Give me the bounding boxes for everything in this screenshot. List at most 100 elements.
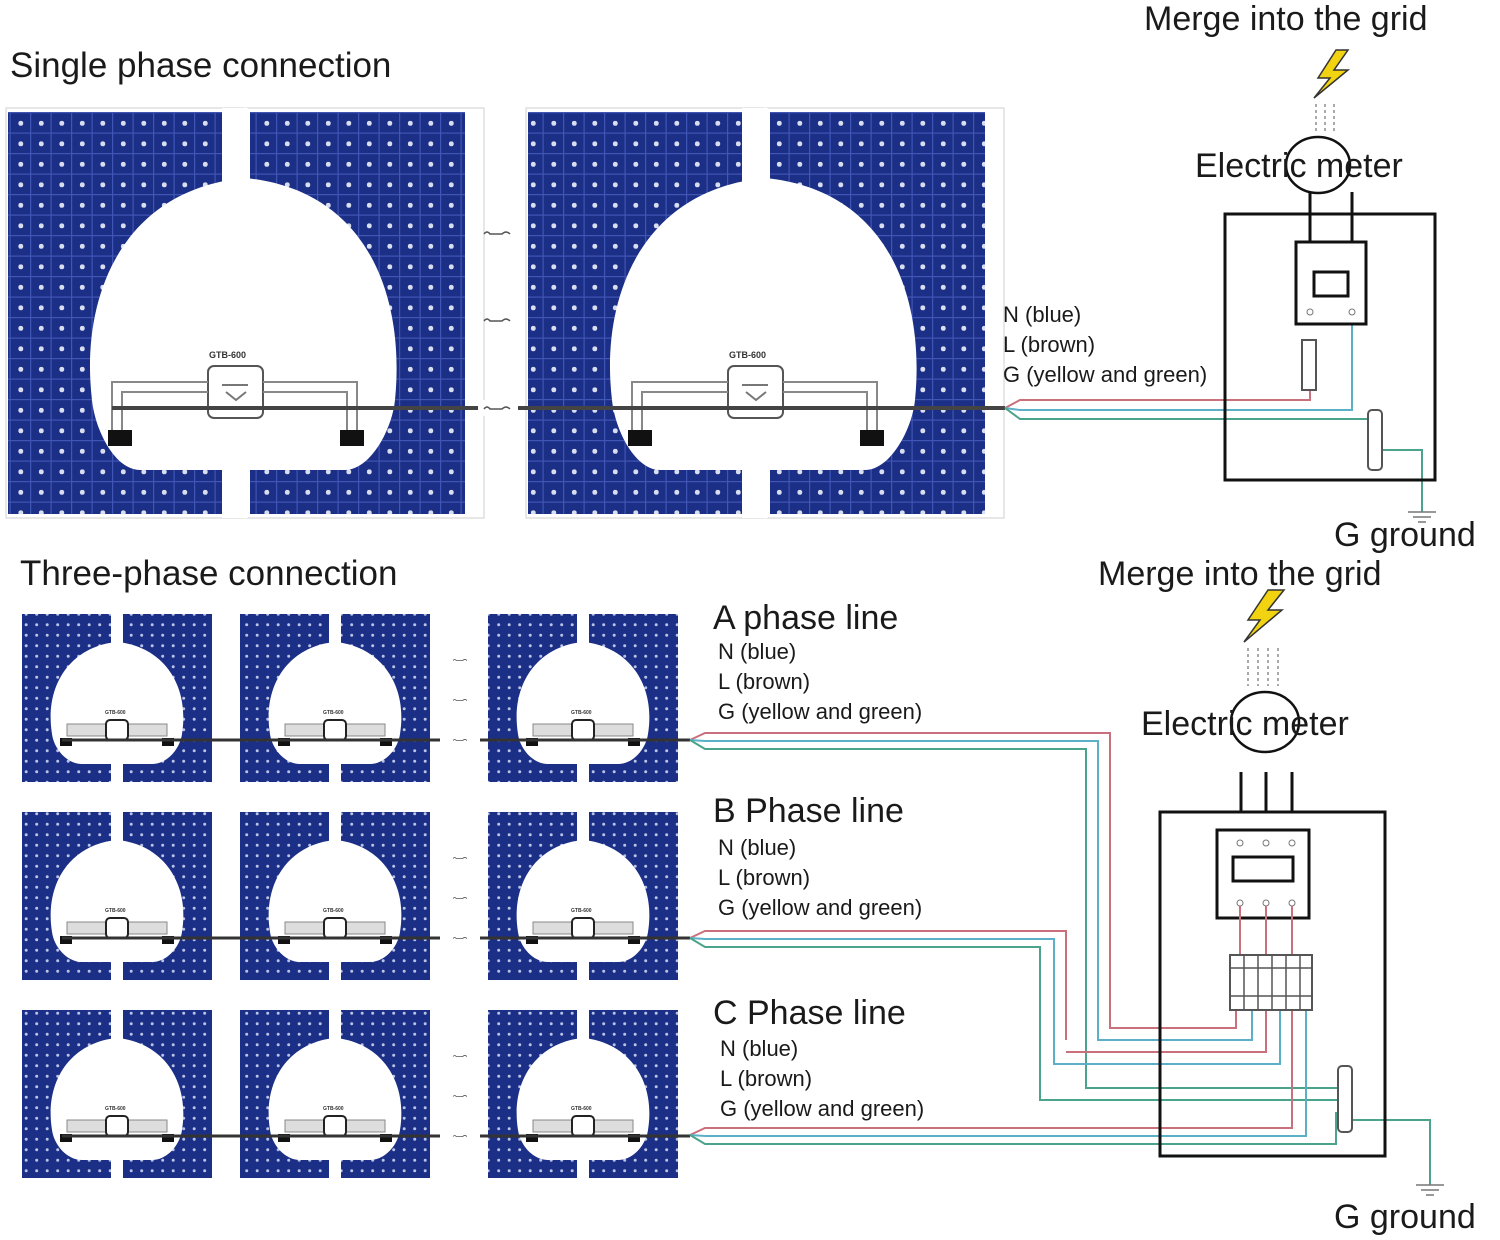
panel-gap xyxy=(222,108,248,518)
grid-feed-lines xyxy=(1247,648,1279,686)
continuation-icon xyxy=(452,1094,468,1098)
junction-box xyxy=(278,936,290,944)
earth-ground-wire xyxy=(1350,1119,1431,1185)
meter-terminal xyxy=(1262,839,1270,847)
junction-box xyxy=(60,1134,72,1142)
junction-box xyxy=(628,936,640,944)
meter-terminal xyxy=(1288,899,1296,907)
electric-meter-label: Electric meter xyxy=(1195,147,1403,185)
panel-pair: GTB-600 xyxy=(240,812,430,980)
microinverter xyxy=(105,719,129,741)
electric-meter-icon xyxy=(1284,135,1352,195)
merge-into-grid-label: Merge into the grid xyxy=(1144,0,1428,38)
inverter-model-label: GTB-600 xyxy=(729,350,766,360)
phase-c-live-wire xyxy=(689,985,1293,1136)
junction-box xyxy=(628,430,652,446)
lightning-icon xyxy=(1313,49,1351,99)
trunk-break xyxy=(440,733,480,747)
wire-legend-neutral: N (blue) xyxy=(718,835,796,860)
trunk-break xyxy=(440,1129,480,1143)
phase-a-neutral-wire xyxy=(689,739,1253,1041)
inverter-model-label: GTB-600 xyxy=(323,908,344,914)
merge-into-grid-label: Merge into the grid xyxy=(1098,555,1382,593)
meter-output-wires xyxy=(1239,906,1293,955)
distribution-box xyxy=(1158,810,1387,1158)
junction-box xyxy=(60,936,72,944)
meter-leads xyxy=(1239,772,1294,812)
phase-b-live-wire xyxy=(689,930,1267,1053)
lightning-icon xyxy=(1243,589,1286,643)
junction-box xyxy=(526,738,538,746)
trunk-break xyxy=(478,400,518,416)
junction-box xyxy=(162,738,174,746)
phase-c-legend: C Phase line N (blue) L (brown) G (yello… xyxy=(713,994,924,1121)
microinverter xyxy=(105,917,129,939)
ground-label: G ground xyxy=(1334,1198,1476,1236)
inverter-symbol-icon xyxy=(222,384,248,402)
wire-legend-neutral: N (blue) xyxy=(718,639,796,664)
inverter-model-label: GTB-600 xyxy=(105,710,126,716)
junction-box xyxy=(380,1134,392,1142)
microinverter xyxy=(105,1115,129,1137)
distribution-box xyxy=(1223,212,1437,482)
meter-terminal xyxy=(1262,899,1270,907)
panel-pair: GTB-600 xyxy=(22,812,212,980)
phase-a-ground-wire xyxy=(689,739,1340,1089)
panel-pair: GTB-600 xyxy=(240,614,430,782)
breaker-poles xyxy=(1230,955,1312,1010)
junction-box xyxy=(162,936,174,944)
microinverter xyxy=(207,365,264,419)
junction-box xyxy=(162,1134,174,1142)
three-phase-wiring xyxy=(689,732,1431,1185)
panel-gap xyxy=(742,108,768,518)
meter-unit xyxy=(1294,240,1368,326)
junction-box xyxy=(380,738,392,746)
inverter-model-label: GTB-600 xyxy=(571,908,592,914)
phase-label: B Phase line xyxy=(713,792,904,830)
phase-c-neutral-wire xyxy=(689,985,1307,1137)
three-phase-title: Three-phase connection xyxy=(20,554,397,593)
meter-terminal xyxy=(1236,899,1244,907)
inverter-dc-wires xyxy=(783,381,878,432)
inverter-dc-wires xyxy=(263,381,358,432)
panel-pair: GTB-600 xyxy=(240,1010,430,1178)
inverter-model-label: GTB-600 xyxy=(105,1106,126,1112)
meter-terminal xyxy=(1348,308,1356,316)
ground-bar xyxy=(1367,409,1383,471)
ground-bar xyxy=(1337,1065,1353,1133)
single-phase-panel-group-1: GTB-600 xyxy=(5,107,485,519)
junction-box xyxy=(278,1134,290,1142)
microinverter xyxy=(727,365,784,419)
junction-box xyxy=(628,738,640,746)
meter-display xyxy=(1312,270,1350,298)
inverter-dc-wires xyxy=(111,381,208,432)
panel-pair: GTB-600 xyxy=(488,1010,678,1178)
wire-legend-live: L (brown) xyxy=(720,1066,812,1091)
fuse xyxy=(1301,339,1317,391)
ground-wire xyxy=(1004,407,1372,420)
ground-wire xyxy=(1380,449,1423,512)
ground-label: G ground xyxy=(1334,516,1476,554)
single-phase-title: Single phase connection xyxy=(10,46,391,85)
junction-box xyxy=(380,936,392,944)
microinverter xyxy=(571,917,595,939)
inverter-model-label: GTB-600 xyxy=(209,350,246,360)
junction-box xyxy=(526,1134,538,1142)
panel-pair: GTB-600 xyxy=(22,1010,212,1178)
trunk-break xyxy=(440,931,480,945)
continuation-icon xyxy=(452,658,468,662)
microinverter xyxy=(323,917,347,939)
single-phase-panel-group-2: GTB-600 xyxy=(525,107,1005,519)
electric-meter-label: Electric meter xyxy=(1141,705,1349,743)
microinverter xyxy=(323,719,347,741)
wire-legend-live: L (brown) xyxy=(718,669,810,694)
wire-legend-neutral: N (blue) xyxy=(1003,302,1081,327)
phase-a-legend: A phase line N (blue) L (brown) G (yello… xyxy=(713,599,922,724)
three-phase-row-b: GTB-600 GTB-600 GTB-600 xyxy=(22,812,690,980)
inverter-model-label: GTB-600 xyxy=(571,710,592,716)
inverter-model-label: GTB-600 xyxy=(105,908,126,914)
junction-box xyxy=(60,738,72,746)
meter-terminal xyxy=(1306,308,1314,316)
